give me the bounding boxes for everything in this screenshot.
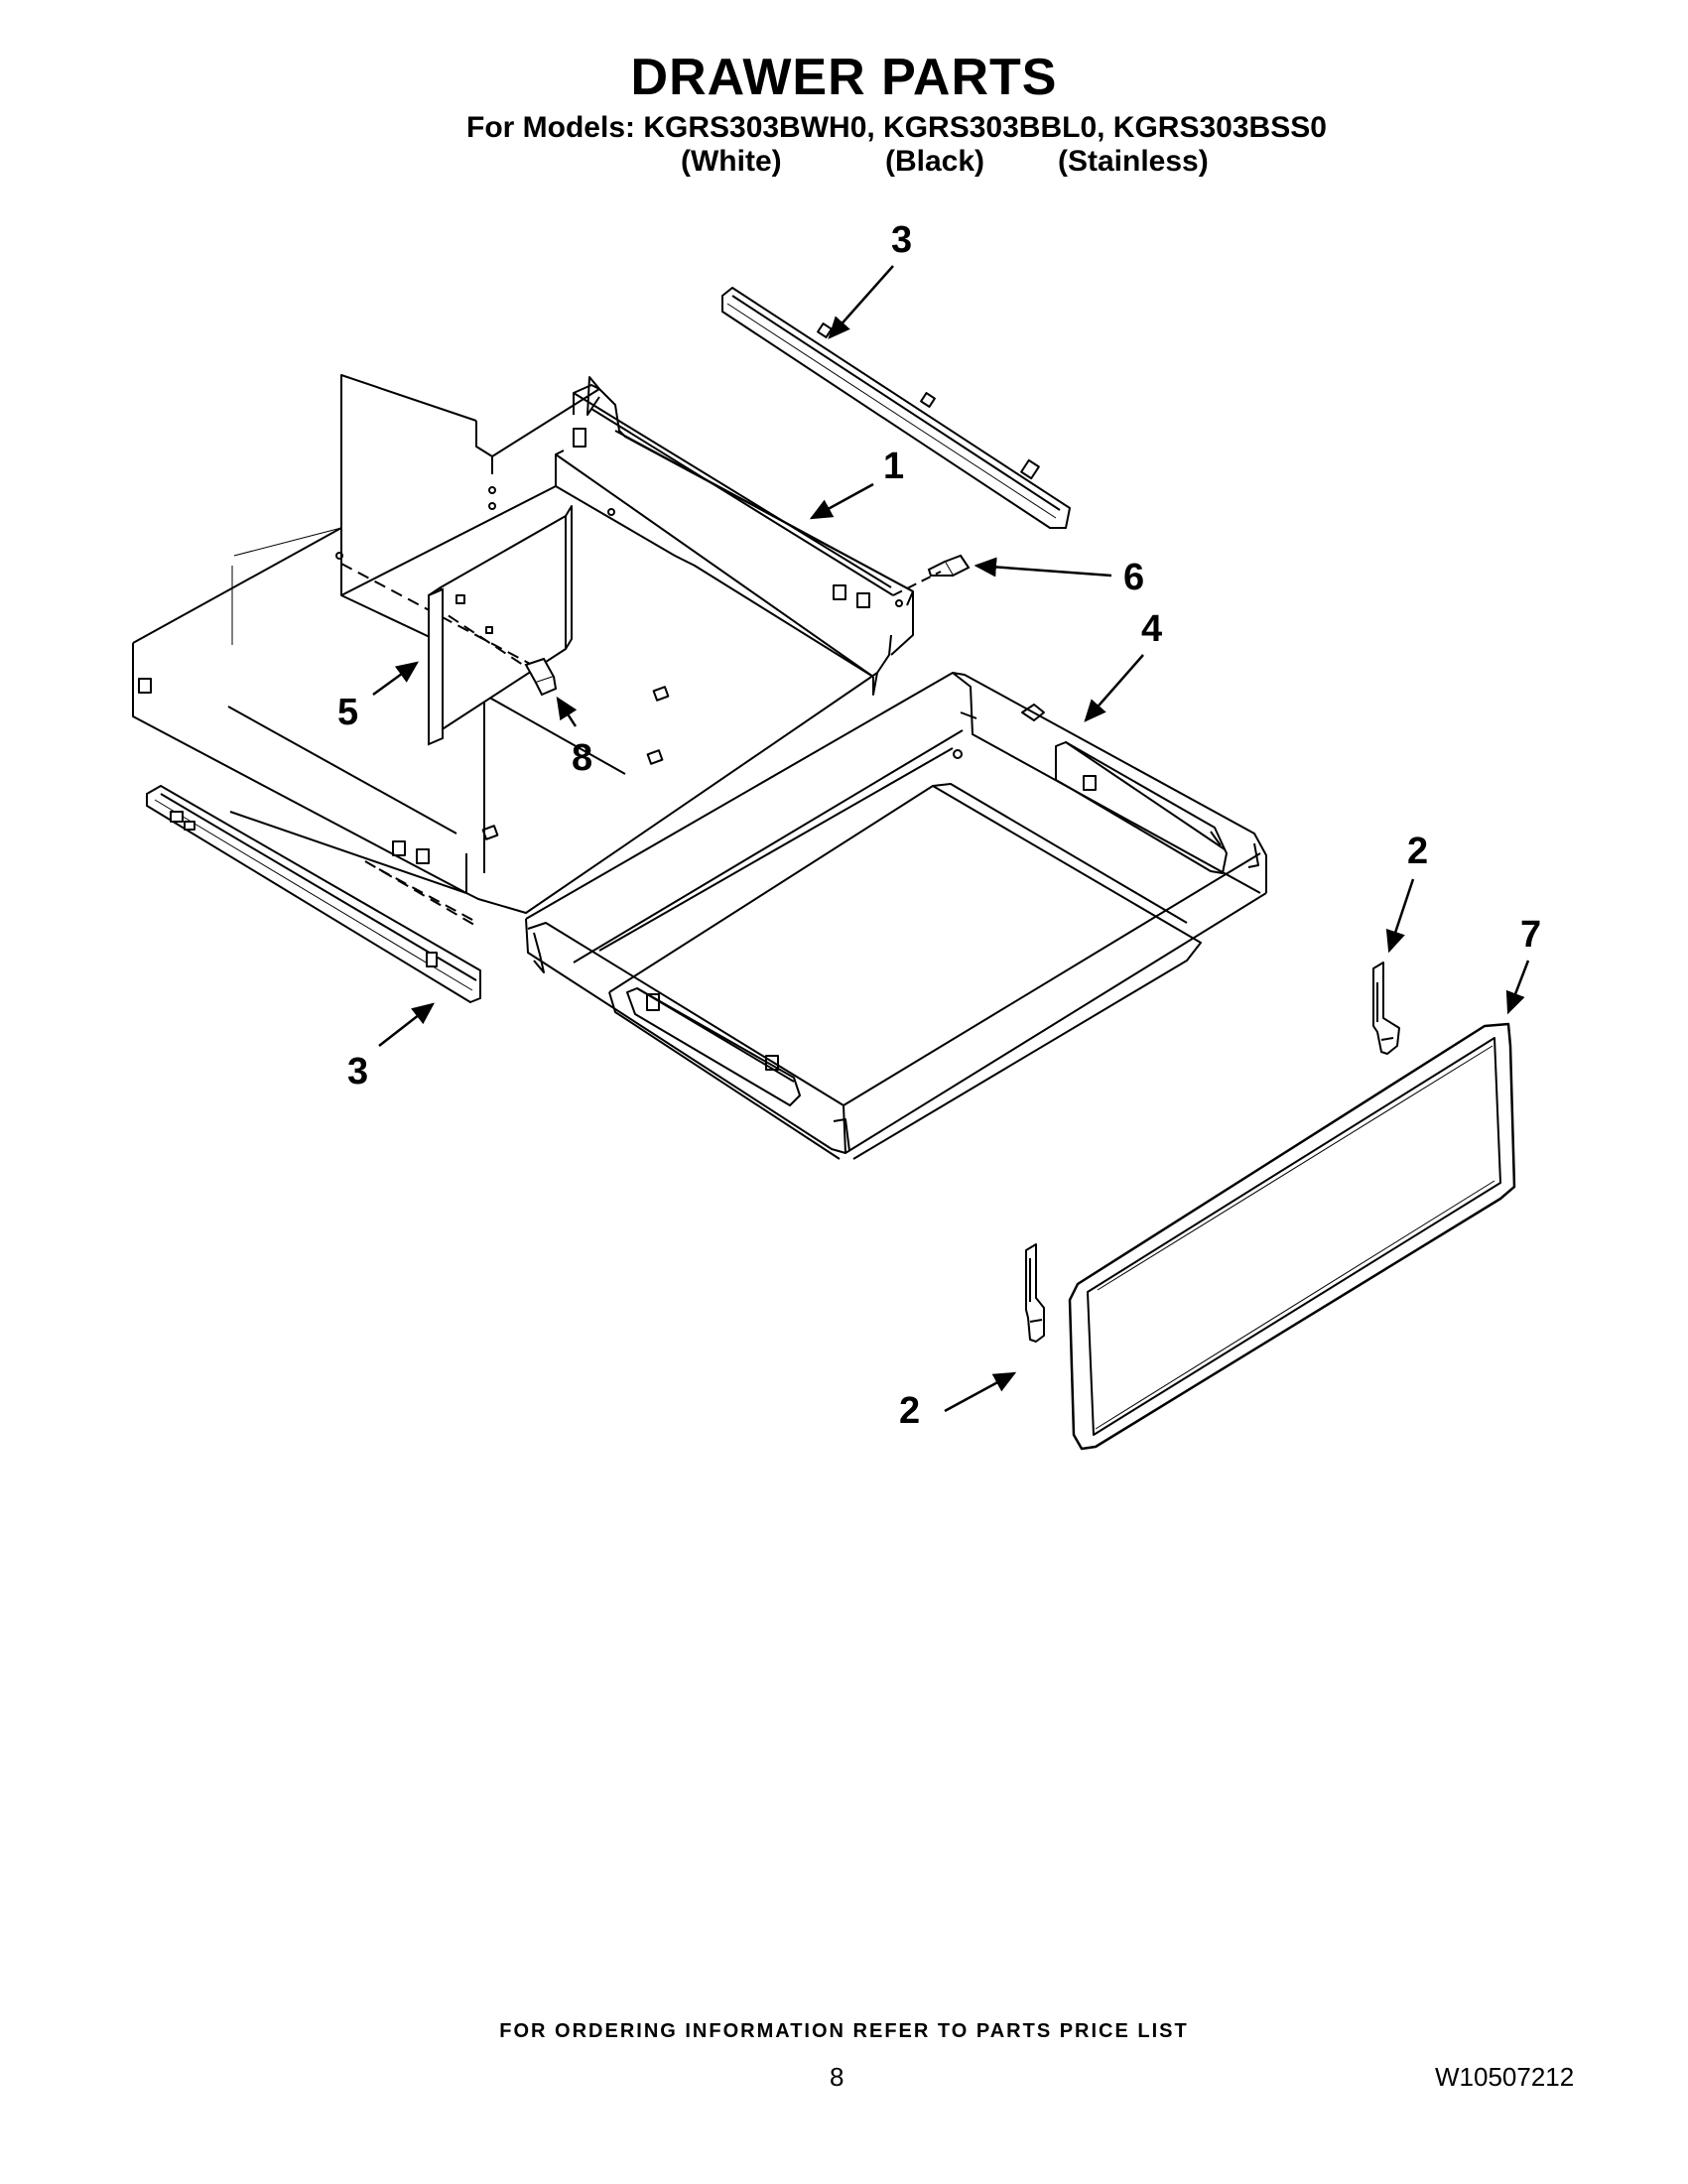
- screw-6-dashes: [892, 571, 942, 596]
- screw-8: [524, 657, 558, 697]
- callout-bracket-5: 5: [337, 692, 358, 733]
- drawer-glide-right: [1372, 962, 1400, 1055]
- variant-black: (Black): [885, 145, 985, 178]
- drawer-rail-bottom: [146, 785, 481, 1003]
- callout-screw-6: 6: [1123, 557, 1144, 598]
- bracket-5: [428, 587, 444, 746]
- document-number: W10507212: [1435, 2062, 1575, 2092]
- callout-drawer-panel: 1: [883, 446, 904, 487]
- callout-rail-top: 3: [891, 219, 912, 261]
- variant-white: (White): [681, 145, 782, 178]
- drawer-rail-top: [721, 287, 1071, 529]
- models-line: For Models: KGRS303BWH0, KGRS303BBL0, KG…: [466, 111, 1327, 144]
- drawer-chamber: [132, 374, 914, 914]
- drawer-glide-left: [1025, 1243, 1045, 1343]
- drawer-front-panel: [1068, 1022, 1516, 1451]
- callout-front-panel: 7: [1520, 914, 1541, 956]
- page-number: 8: [830, 2062, 844, 2092]
- drawer-body: [525, 672, 1267, 1160]
- callout-glide-right: 2: [1407, 831, 1428, 872]
- callout-glide-left: 2: [899, 1390, 920, 1432]
- variant-stainless: (Stainless): [1058, 145, 1209, 178]
- page-title: DRAWER PARTS: [630, 49, 1058, 106]
- leader-lines: [372, 265, 1530, 1413]
- screw-6: [927, 554, 971, 578]
- callout-screw-8: 8: [572, 737, 592, 779]
- page-header: DRAWER PARTS: [0, 50, 1688, 105]
- ordering-note: FOR ORDERING INFORMATION REFER TO PARTS …: [499, 2020, 1189, 2042]
- callout-rail-bottom: 3: [347, 1051, 368, 1092]
- callout-drawer-body: 4: [1141, 608, 1162, 650]
